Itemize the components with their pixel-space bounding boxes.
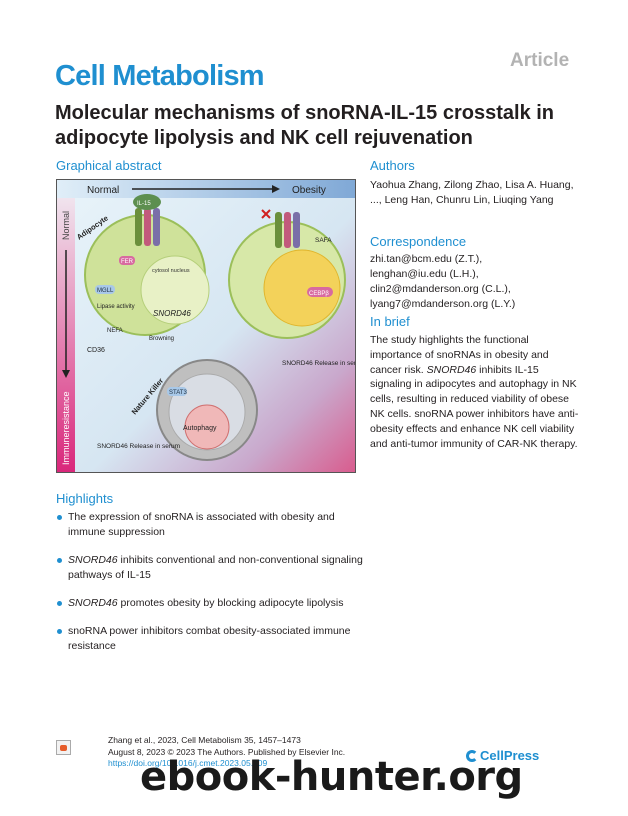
- cellpress-logo: CellPress: [480, 748, 540, 763]
- ga-snord46-label: SNORD46: [153, 309, 191, 318]
- check-for-updates-icon[interactable]: [56, 740, 71, 755]
- correspondence-email[interactable]: lyang7@mdanderson.org (L.Y.): [370, 298, 516, 310]
- ga-cytosol-label: cytosol nucleus: [152, 268, 190, 274]
- paper-title: Molecular mechanisms of snoRNA-IL-15 cro…: [55, 102, 555, 149]
- in-brief-text: The study highlights the functional impo…: [370, 334, 579, 450]
- doi-link[interactable]: https://doi.org/10.1016/j.cmet.2023.05.0…: [108, 758, 268, 768]
- citation-block: Zhang et al., 2023, Cell Metabolism 35, …: [108, 735, 345, 770]
- ga-stat3-label: STAT3: [169, 390, 187, 396]
- ga-browning-label: Browning: [149, 336, 174, 342]
- ga-mgll-label: MGLL: [97, 288, 114, 294]
- ga-nefa-label: NEFA: [107, 328, 123, 334]
- correspondence-list: zhi.tan@bcm.edu (Z.T.), lenghan@iu.edu (…: [370, 252, 580, 312]
- ga-cebp-label: CEBPβ: [309, 291, 329, 297]
- ga-obesity-label: Obesity: [292, 185, 326, 196]
- graphical-abstract-heading: Graphical abstract: [56, 158, 162, 173]
- graphical-abstract-figure: Normal Obesity Normal Immuneresistance I…: [56, 179, 356, 473]
- ga-lipase-label: Lipase activity: [97, 304, 135, 310]
- cellpress-logo-icon: [466, 750, 478, 762]
- in-brief-heading: In brief: [370, 314, 410, 329]
- highlights-list: The expression of snoRNA is associated w…: [56, 510, 366, 667]
- highlight-item: The expression of snoRNA is associated w…: [56, 510, 366, 540]
- ga-release-right-label: SNORD46 Release in serum: [282, 360, 356, 367]
- highlights-heading: Highlights: [56, 491, 114, 506]
- correspondence-heading: Correspondence: [370, 234, 467, 249]
- highlight-item: snoRNA power inhibitors combat obesity-a…: [56, 624, 366, 654]
- highlight-item: SNORD46 inhibits conventional and non-co…: [56, 553, 366, 583]
- ga-il15-label: IL-15: [137, 201, 151, 207]
- authors-heading: Authors: [370, 158, 415, 173]
- authors-list: Yaohua Zhang, Zilong Zhao, Lisa A. Huang…: [370, 179, 574, 206]
- watermark: ebook-hunter.org: [140, 754, 523, 800]
- highlight-item: SNORD46 promotes obesity by blocking adi…: [56, 596, 366, 611]
- ga-release-left-label: SNORD46 Release in serum: [97, 443, 180, 450]
- correspondence-email[interactable]: zhi.tan@bcm.edu (Z.T.),: [370, 253, 483, 265]
- ga-side-immune-label: Immuneresistance: [61, 391, 71, 465]
- ga-safa-label: SAFA: [315, 237, 332, 244]
- ga-autophagy-label: Autophagy: [183, 425, 217, 432]
- ga-fer-label: FER: [121, 259, 134, 265]
- ga-cd36-label: CD36: [87, 347, 105, 354]
- ga-side-normal-label: Normal: [61, 211, 71, 240]
- journal-name[interactable]: Cell Metabolism: [55, 60, 265, 92]
- article-type-label: Article: [510, 50, 570, 71]
- correspondence-email[interactable]: clin2@mdanderson.org (C.L.),: [370, 283, 511, 295]
- citation-line: Zhang et al., 2023, Cell Metabolism 35, …: [108, 735, 301, 745]
- correspondence-email[interactable]: lenghan@iu.edu (L.H.),: [370, 268, 479, 280]
- ga-normal-label: Normal: [87, 185, 119, 196]
- citation-line: August 8, 2023 © 2023 The Authors. Publi…: [108, 746, 346, 757]
